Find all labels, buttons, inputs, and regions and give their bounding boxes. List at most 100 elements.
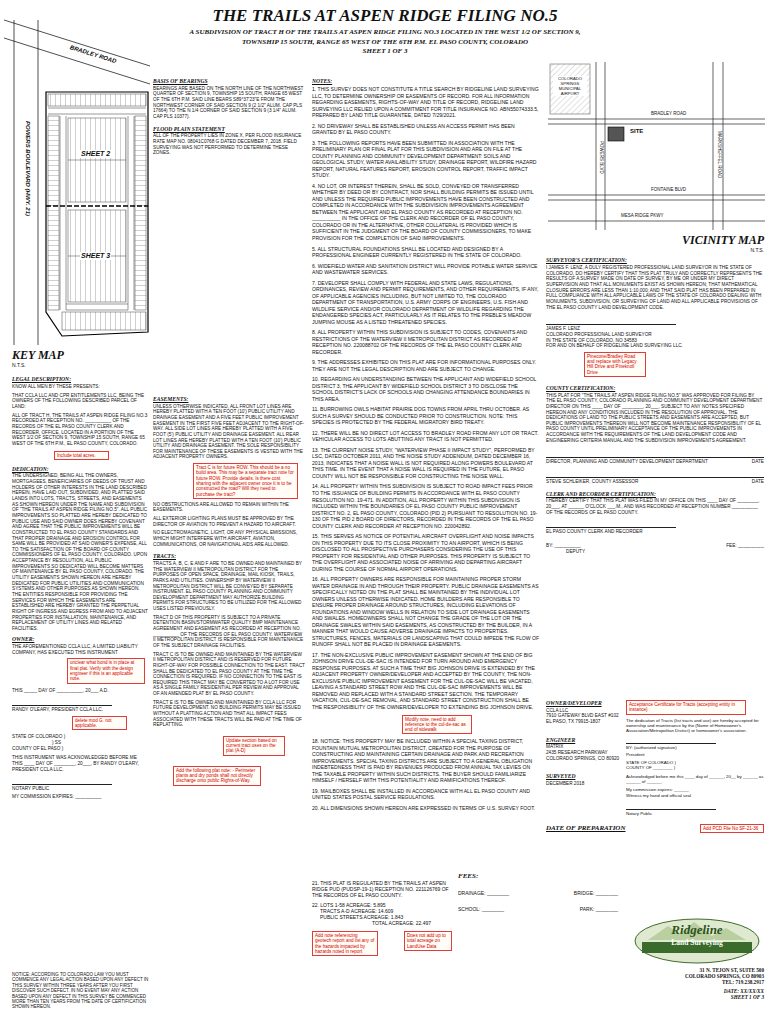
signature-row: BY: __________FEE: __________ xyxy=(546,543,764,549)
logo-subname: Land Surveying xyxy=(634,937,760,948)
section-heading: DATE OF PREPARATION xyxy=(546,824,625,832)
plat-text: I HEREBY CERTIFY THAT THIS PLAT WAS FILE… xyxy=(546,498,764,515)
lot-band xyxy=(135,116,146,310)
plat-text: DATE xyxy=(752,479,764,485)
subtitle: TOWNSHIP 15 SOUTH, RANGE 65 WEST OF THE … xyxy=(150,38,620,46)
signature-row: STEVE SCHLEIKER, COUNTY ASSESSOR DATE xyxy=(546,477,764,485)
map-linework xyxy=(635,919,759,963)
review-comment: Tract C is for future ROW. This should b… xyxy=(193,463,298,499)
text-column: BASIS OF BEARINGSBEARINGS ARE BASED ON T… xyxy=(153,78,305,158)
plat-text: THE UNDERSIGNED, BEING ALL THE OWNERS, M… xyxy=(12,473,148,631)
plat-text: THIS PLAT FOR "THE TRAILS AT ASPEN RIDGE… xyxy=(546,393,764,444)
plat-text: BEARINGS ARE BASED ON THE NORTH LINE OF … xyxy=(153,86,305,120)
sheet-label: SHEET 2 xyxy=(80,150,111,158)
comment-text: unclear what bond is in place at final p… xyxy=(70,660,142,681)
plat-note: 17. THE NON-EXCLUSIVE PUBLIC IMPROVEMENT… xyxy=(312,652,540,711)
plat-text: TRACTS A, B, C, E AND F ARE TO BE OWNED … xyxy=(153,561,305,612)
bradley-road xyxy=(4,20,150,84)
text-column: COLORADO SPRINGS MUNICIPAL AIRPORT xyxy=(553,76,587,98)
section-heading: FEES: xyxy=(458,872,618,880)
plat-text: SCHOOL: ________ xyxy=(458,906,504,912)
text-column: BRADLEY ROAD xyxy=(67,44,118,67)
road-name: BRADLEY ROAD xyxy=(650,111,687,116)
plat-text: TRACT E IS TO BE OWNED AND MAINTAINED BY… xyxy=(153,700,305,728)
plat-text: ALL EXTERIOR LIGHTING PLANS MUST BE APPR… xyxy=(153,516,305,527)
text-column: Acceptance Certificate for Tracts (accep… xyxy=(626,700,764,818)
review-comment: unclear what bond is in place at final p… xyxy=(67,658,145,683)
review-comment: Add PCD File No SF-21-36 xyxy=(700,824,764,833)
plat-text: DRAINAGE: ________ xyxy=(458,890,509,896)
sheet-label: SHEET 3 xyxy=(80,252,111,260)
plat-text: MY COMMISSION EXPIRES: __________ xyxy=(12,794,148,800)
legal-notice: NOTICE: ACCORDING TO COLORADO LAW YOU MU… xyxy=(12,972,152,1010)
section-heading: OWNER/DEVELOPER xyxy=(546,700,624,707)
road-line xyxy=(713,62,723,230)
lot-band xyxy=(48,116,59,310)
plat-text: ) SS xyxy=(52,740,148,746)
plat-text: 22. LOTS 1-58 ACREAGE: 5.895 xyxy=(312,902,452,908)
comment-text: delete mod G. not applicable. xyxy=(75,718,124,729)
comment-text: Pinecone/Bradley Road and replace with L… xyxy=(587,354,643,375)
plat-text: STATE OF COLORADO ) xyxy=(12,734,148,740)
road-line xyxy=(548,119,765,124)
comment-text: Add the following plat note: - Perimeter… xyxy=(176,768,258,784)
section-heading: SURVEYED xyxy=(546,773,624,780)
section-heading: OWNER: xyxy=(12,636,148,643)
text-column: 31 N. TEJON ST, SUITE 500COLORADO SPRING… xyxy=(600,967,764,1000)
plat-text: My commission expires: ______ xyxy=(626,787,764,792)
plat-text: I JAMES F. LENZ, A DULY REGISTERED PROFE… xyxy=(546,265,764,310)
plat-note: 10. REGARDING AN UNDERSTANDING BETWEEN T… xyxy=(312,376,540,402)
plat-note: 13. THE CURRENT NOISE STUDY, "WATERVIEW … xyxy=(312,447,540,480)
plat-text: DIRECTOR, PLANNING AND COMMUNITY DEVELOP… xyxy=(546,459,708,465)
signature-row: DRAINAGE: ________BRIDGE: ________ xyxy=(458,890,618,896)
plat-note: 18. NOTICE: THIS PROPERTY MAY BE INCLUDE… xyxy=(312,738,540,784)
plat-note: 4. NO LOT, OR INTEREST THEREIN, SHALL BE… xyxy=(312,183,540,242)
plat-text: COLORADO PROFESSIONAL LAND SURVEYOR xyxy=(546,332,764,338)
section-heading: FLOOD PLAIN STATEMENT xyxy=(153,126,305,133)
plat-text: STATE OF COLORADO ) xyxy=(626,760,764,765)
text-column: VICINITY MAPN.T.S.SURVEYOR'S CERTIFICATI… xyxy=(546,233,764,556)
road-name: POWERS BOULEVARD (HWY. 21) xyxy=(24,120,31,217)
comment-text: Does not add up to total acreage on Land… xyxy=(407,933,449,949)
site-label: SITE xyxy=(629,128,644,135)
logo-name: Ridgeline xyxy=(634,923,760,937)
section-heading: TRACTS: xyxy=(153,553,305,560)
plat-text: TOTAL ACREAGE: 22.497 xyxy=(372,920,452,926)
plat-text: DEPUTY xyxy=(566,549,764,555)
review-comment: Modify note, need to add reference to th… xyxy=(402,715,472,735)
section-heading: BASIS OF BEARINGS xyxy=(153,78,305,85)
comment-text: Add PCD File No SF-21-36 xyxy=(703,826,761,831)
lot-band xyxy=(48,94,146,106)
road-name: BRADLEY ROAD xyxy=(68,44,118,66)
text-column: FONTAINE BLVD xyxy=(650,187,687,194)
review-comment: Add note referencing geotech report and … xyxy=(312,931,378,956)
plat-text: EL PASO COUNTY CLERK AND RECORDER xyxy=(546,527,676,535)
text-column: SITE xyxy=(629,128,644,137)
section-heading: ENGINEER xyxy=(546,737,624,744)
map-title: KEY MAP xyxy=(12,348,148,362)
plat-text: 7910 GATEWAY BLVD EAST #102 xyxy=(546,713,624,719)
scale-note: N.T.S. xyxy=(12,362,148,368)
review-comment: delete mod G. not applicable. xyxy=(72,716,127,731)
plat-note: 11. BURROWING OWLS HABITAT PRAIRIE DOG T… xyxy=(312,406,540,426)
plat-note: 1. THIS SURVEY DOES NOT CONSTITUTE A TIT… xyxy=(312,86,540,119)
lot-line xyxy=(68,160,126,161)
review-comment: Update section based on current tract us… xyxy=(223,736,285,756)
comment-text: Include total acres. xyxy=(57,453,106,458)
plat-note: 5. ALL STRUCTURAL FOUNDATIONS SHALL BE L… xyxy=(312,246,540,259)
plat-text: STEVE SCHLEIKER, COUNTY ASSESSOR xyxy=(546,479,638,485)
plat-note: 2. NO DRIVEWAY SHALL BE ESTABLISHED UNLE… xyxy=(312,123,540,136)
airport-area xyxy=(550,64,590,114)
plat-text: BY: (authorized signature) xyxy=(626,743,716,750)
text-column: OWNER/DEVELOPERCCLA LLC7910 GATEWAY BLVD… xyxy=(546,700,624,789)
key-map xyxy=(4,20,150,345)
plat-text: THE AFOREMENTIONED CCLA LLC, A LIMITED L… xyxy=(12,644,148,655)
plat-note: 12. THERE WILL BE NO DIRECT LOT ACCESS T… xyxy=(312,430,540,443)
plat-text: COLORADO SPRINGS, CO 80903 xyxy=(600,973,764,979)
plat-text: MATRIX xyxy=(546,744,624,750)
plat-text: DATE xyxy=(752,459,764,465)
plat-text: TRACT C IS TO BE OWNED AND MAINTAINED BY… xyxy=(153,652,305,697)
plat-text: UNLESS OTHERWISE INDICATED, ALL FRONT LO… xyxy=(153,404,305,460)
company-logo: RidgelineLand Surveying xyxy=(634,918,760,964)
plat-text: TEL: 719.238.2917 xyxy=(600,979,764,985)
